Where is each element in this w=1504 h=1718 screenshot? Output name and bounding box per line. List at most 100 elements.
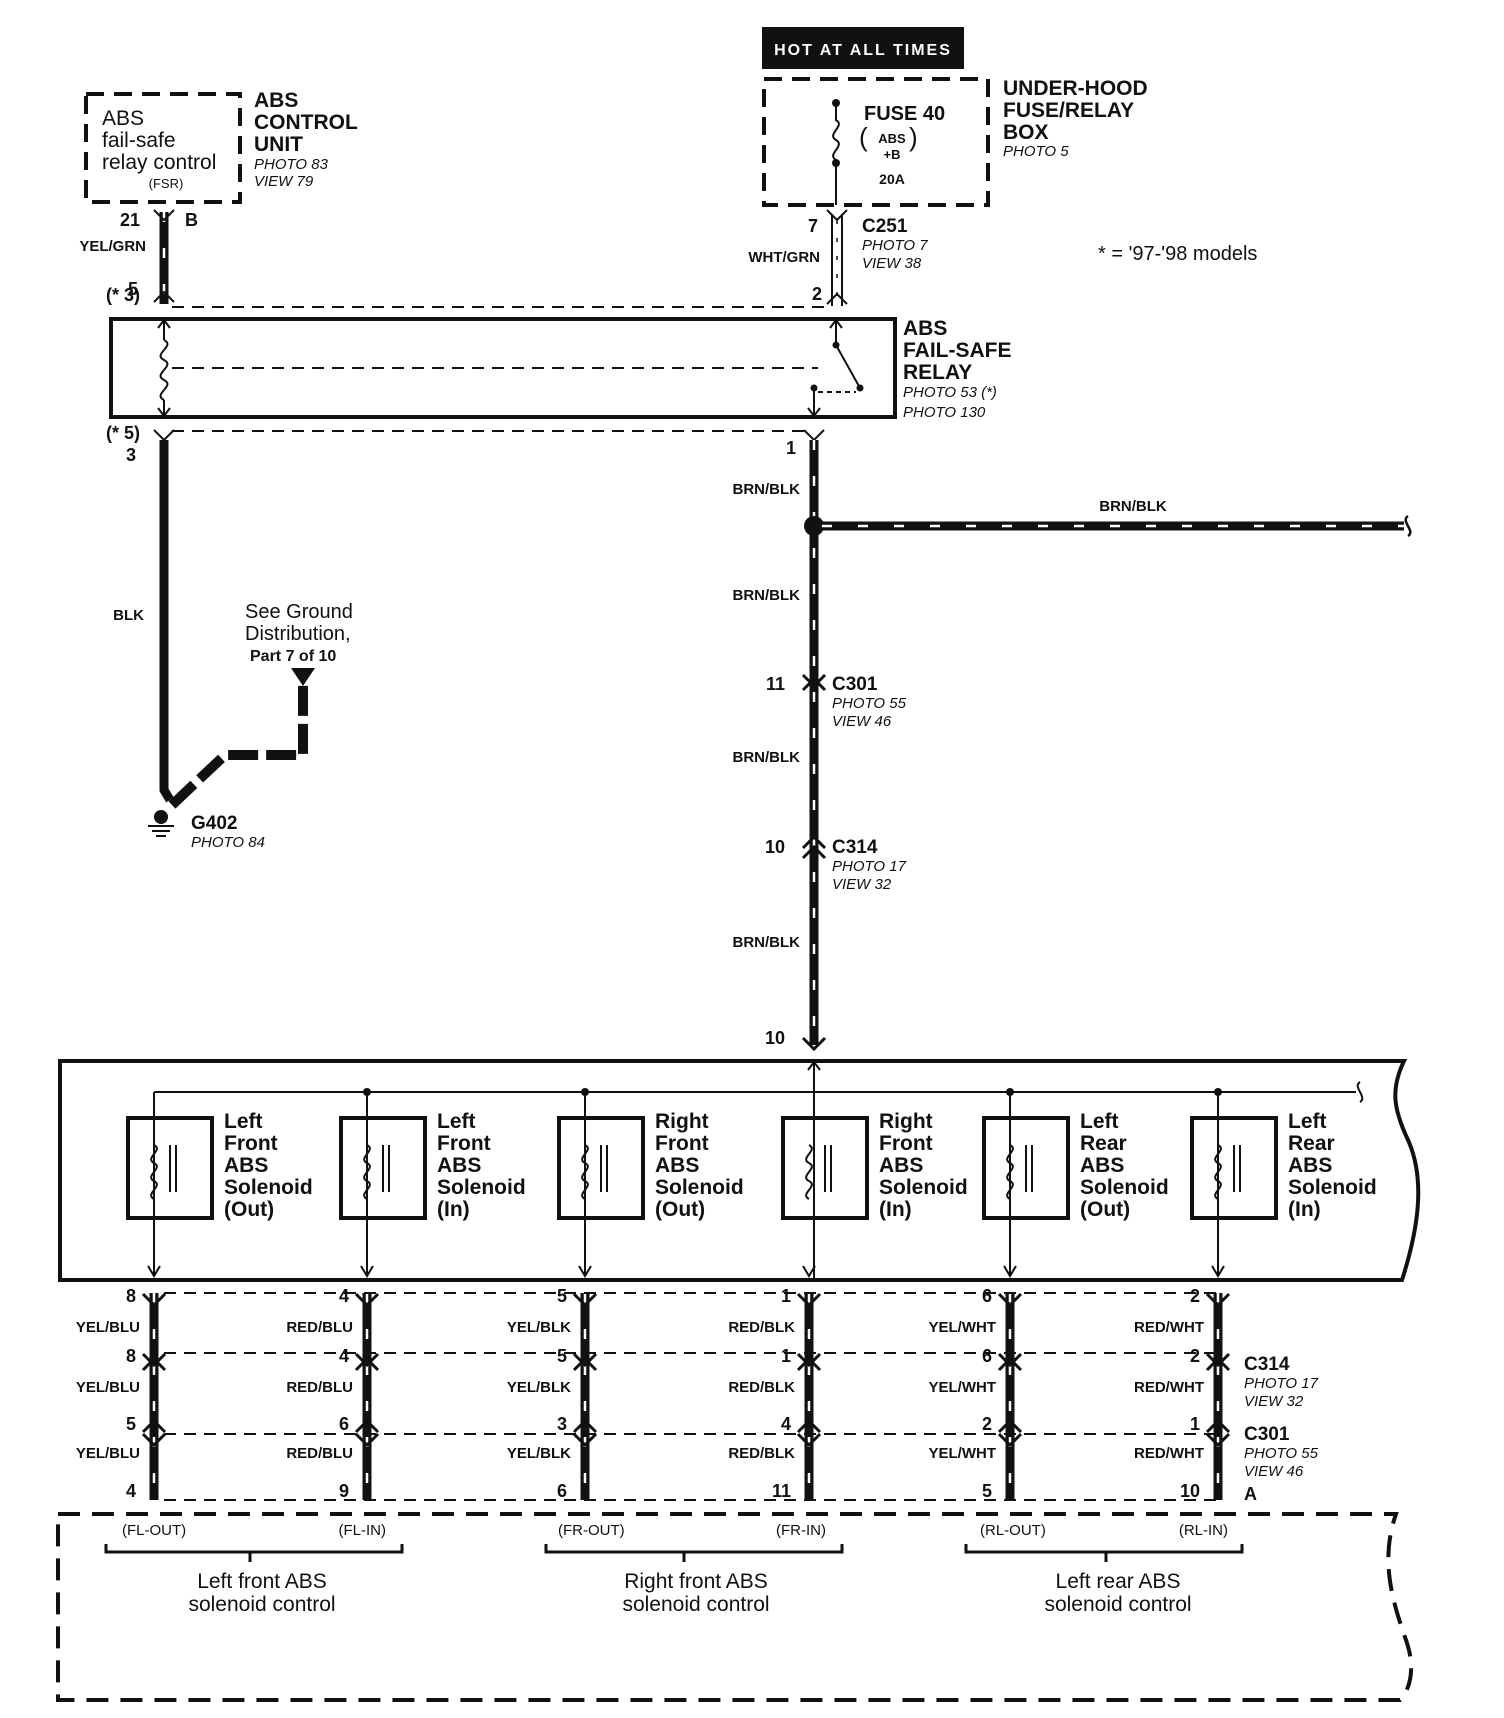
abs-box-line-3: relay control (102, 151, 216, 174)
fuse-sub-1: ABS (878, 131, 906, 146)
connector-symbol (1205, 1292, 1231, 1308)
control-in-label: (FL-IN) (339, 1522, 387, 1539)
connector-symbol (1205, 1418, 1231, 1434)
connector-symbol (796, 1356, 822, 1372)
fail-safe-relay-box (109, 317, 897, 419)
connector-symbol (141, 1432, 167, 1448)
splice-point (804, 516, 824, 536)
solenoid-box (982, 1116, 1070, 1220)
pin-label: 11 (772, 1481, 791, 1501)
ground-dist-arrow (291, 668, 315, 686)
c314-top-name: C314 (832, 837, 878, 858)
brn-blk-label-3: BRN/BLK (733, 749, 801, 766)
fuse-symbol (832, 103, 840, 161)
pin-label: 8 (126, 1286, 136, 1306)
connector-symbol (826, 292, 848, 305)
connector-symbol (997, 1352, 1023, 1368)
wire-color-label: YEL/WHT (929, 1445, 997, 1462)
wire-color-label: RED/BLU (286, 1445, 353, 1462)
pin-label: 5 (557, 1346, 567, 1366)
connector-symbol (354, 1352, 380, 1368)
solenoid-label-line: Front (879, 1132, 933, 1155)
wire-color-label: RED/BLU (286, 1319, 353, 1336)
c314-top-pin: 10 (765, 837, 785, 857)
connector-symbol (153, 429, 175, 442)
pin-label: 2 (982, 1414, 992, 1434)
c314-bottom-name: C314 (1244, 1354, 1290, 1375)
solenoid-label-line: ABS (655, 1154, 699, 1177)
solenoid-label-line: Right (879, 1110, 933, 1133)
relay-title-3: RELAY (903, 361, 972, 384)
wire-color-label: RED/BLU (286, 1379, 353, 1396)
relay-photo-1: PHOTO 53 (*) (903, 384, 997, 401)
wire-color-label: YEL/BLK (507, 1445, 571, 1462)
connector-symbol (826, 209, 848, 222)
solenoid-label-line: Solenoid (879, 1176, 968, 1199)
ground-note-3: Part 7 of 10 (250, 648, 336, 665)
pin-label: 6 (339, 1414, 349, 1434)
pin-label: 8 (126, 1346, 136, 1366)
connector-symbol (153, 290, 175, 303)
c251-view: VIEW 38 (862, 255, 922, 272)
pin-label: 10 (1180, 1481, 1200, 1501)
pin-label: 5 (982, 1481, 992, 1501)
control-out-label: (FL-OUT) (122, 1522, 186, 1539)
solenoid-label-line: Left (437, 1110, 476, 1133)
abs-unit-title-1: ABS (254, 89, 298, 112)
fuse-box (762, 77, 990, 207)
control-out-label: (RL-OUT) (980, 1522, 1046, 1539)
c301-top-view: VIEW 46 (832, 713, 892, 730)
connector-symbol (153, 209, 175, 222)
wire-color-label: RED/WHT (1134, 1445, 1204, 1462)
c314-bottom-photo: PHOTO 17 (1244, 1375, 1319, 1392)
pin-label: 1 (1190, 1414, 1200, 1434)
pin-label: 1 (781, 1286, 791, 1306)
solenoid-label-line: (In) (437, 1198, 470, 1221)
arrow-head (802, 1265, 816, 1278)
control-out-label: (FR-OUT) (558, 1522, 625, 1539)
ground-note-2: Distribution, (245, 623, 351, 645)
fuse-label: FUSE 40 (864, 103, 945, 125)
solenoid-label-line: ABS (437, 1154, 481, 1177)
relay-title-1: ABS (903, 317, 947, 340)
abs-unit-connector: B (185, 210, 198, 230)
control-label-line-1: Left rear ABS (1056, 1570, 1181, 1593)
models-note: * = '97-'98 models (1098, 243, 1257, 265)
pin-label: 4 (781, 1414, 791, 1434)
pin-label: 3 (557, 1414, 567, 1434)
fuse-box-title-3: BOX (1003, 121, 1049, 144)
solenoid-label-line: (In) (879, 1198, 912, 1221)
connector-symbol (141, 1352, 167, 1368)
fuse-box-photo: PHOTO 5 (1003, 143, 1069, 160)
solenoid-label-line: Front (437, 1132, 491, 1155)
connector-symbol (572, 1292, 598, 1308)
svg-text:(: ( (859, 122, 868, 152)
connector-symbol (1205, 1352, 1231, 1368)
connector-symbol (1205, 1356, 1231, 1372)
connector-symbol (572, 1418, 598, 1434)
arrow-head (147, 1265, 161, 1278)
g402-name: G402 (191, 813, 237, 834)
solenoid-coil (805, 1144, 813, 1200)
connector-symbol (572, 1356, 598, 1372)
fuse-amps: 20A (879, 171, 905, 187)
connector-symbol (354, 1292, 380, 1308)
c251-pin-top: 7 (808, 216, 818, 236)
solenoid-box (781, 1116, 869, 1220)
ground-note-1: See Ground (245, 601, 353, 623)
control-in-label: (RL-IN) (1179, 1522, 1228, 1539)
wire-color-label: YEL/WHT (929, 1319, 997, 1336)
wire-color-label: YEL/BLU (76, 1319, 140, 1336)
